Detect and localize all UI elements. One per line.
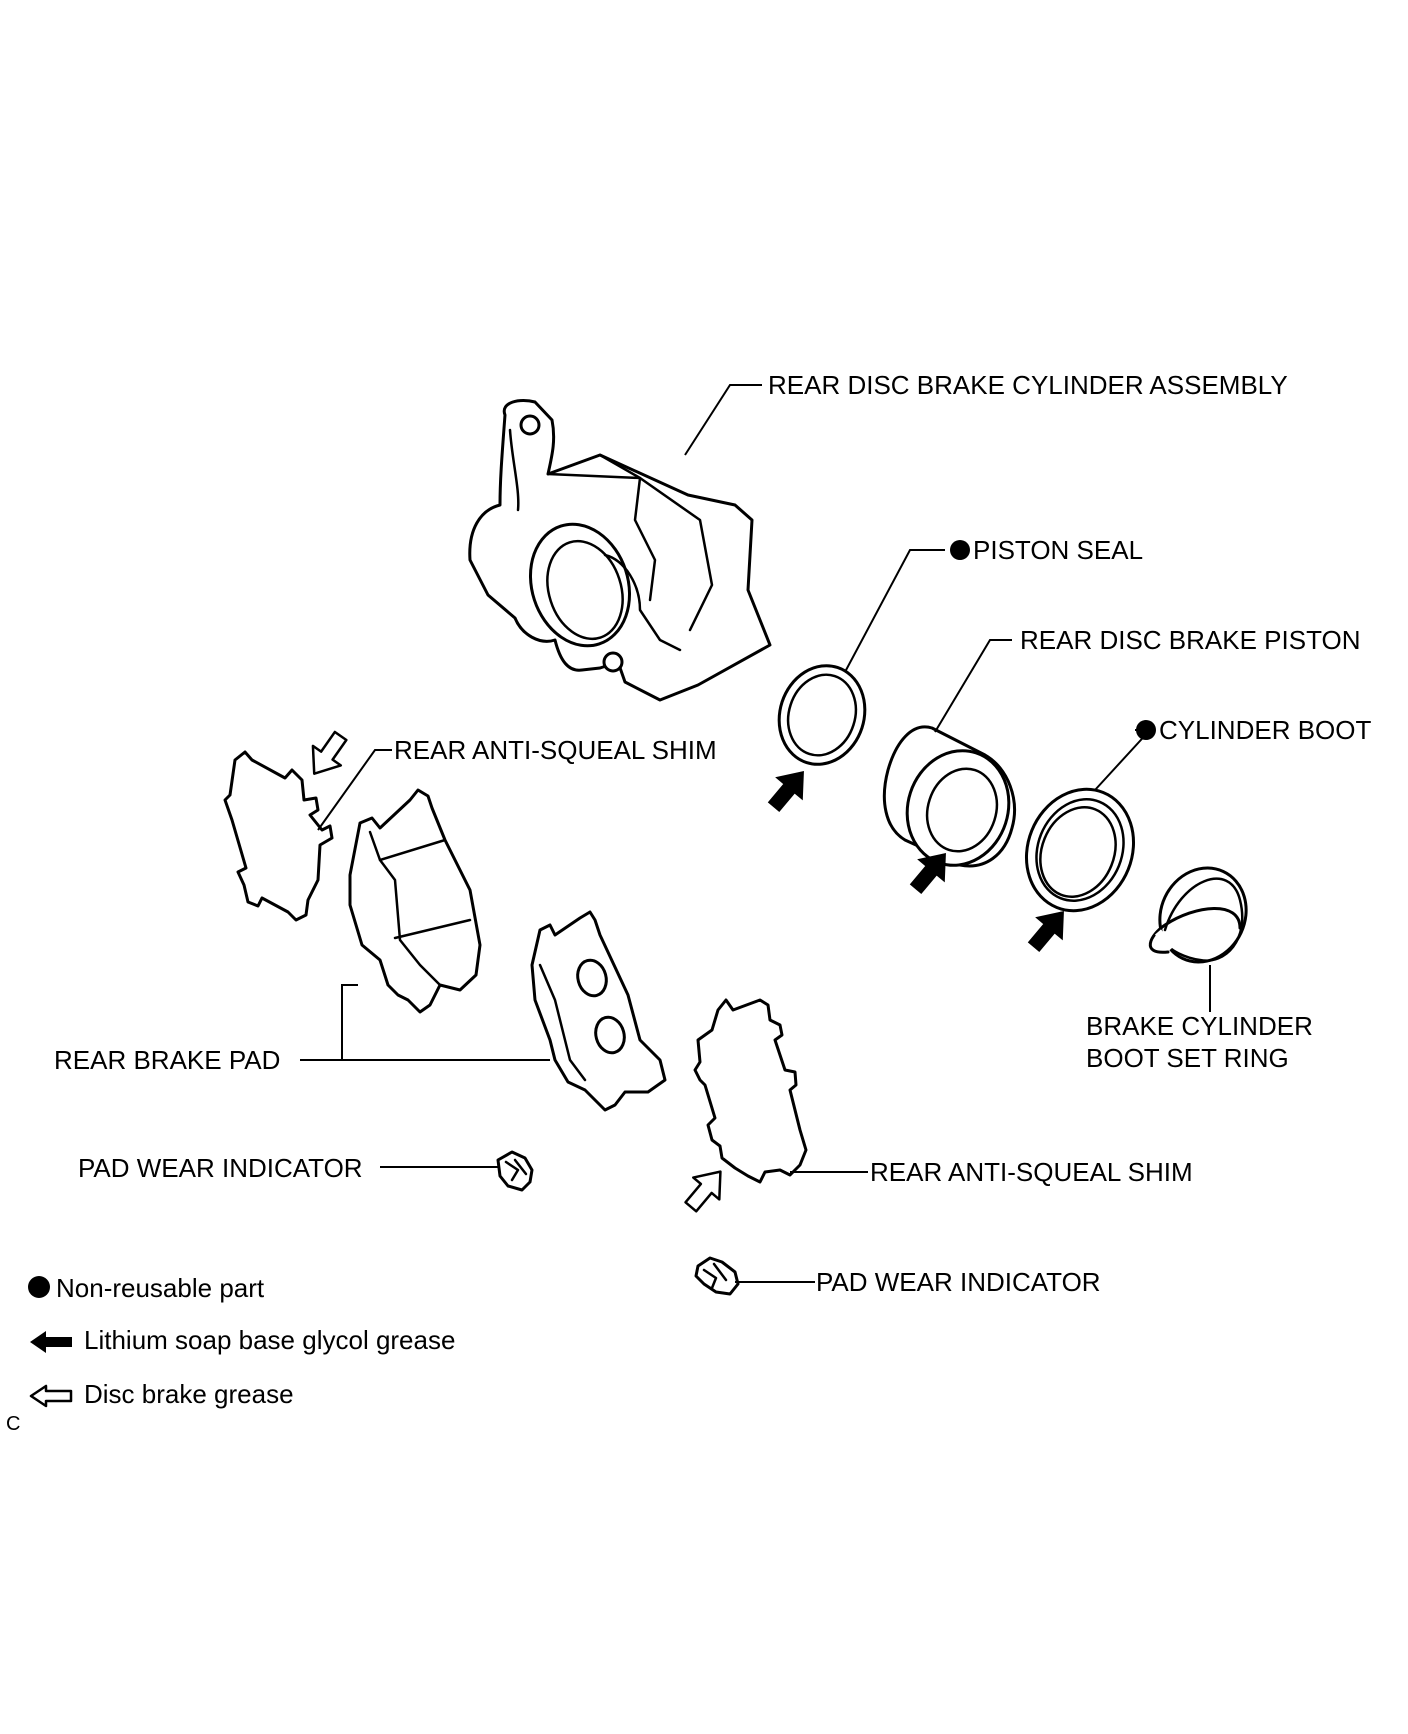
lithium-grease-arrow <box>767 770 1064 953</box>
rear-brake-pad-inner <box>348 788 482 1014</box>
legend-non-reusable: Non-reusable part <box>28 1272 264 1304</box>
label-shim-upper: REAR ANTI-SQUEAL SHIM <box>394 735 717 765</box>
label-brake-pad: REAR BRAKE PAD <box>54 1045 281 1075</box>
hollow-arrow-icon <box>29 1384 73 1408</box>
disc-grease-arrow <box>311 730 722 1213</box>
legend-non-reusable-text: Non-reusable part <box>56 1273 265 1303</box>
label-cylinder-boot-text: CYLINDER BOOT <box>1159 715 1372 745</box>
rear-anti-squeal-shim-lower <box>693 998 808 1184</box>
label-piston-seal: PISTON SEAL <box>950 534 1143 566</box>
label-piston-seal-text: PISTON SEAL <box>973 535 1144 565</box>
rear-brake-pad-outer <box>530 910 667 1112</box>
non-reusable-dot-icon <box>1136 720 1156 740</box>
cylinder-boot <box>1024 787 1136 913</box>
legend-lithium-grease: Lithium soap base glycol grease <box>28 1324 455 1356</box>
label-set-ring-line2: BOOT SET RING <box>1086 1043 1289 1073</box>
label-wear-indicator-right: PAD WEAR INDICATOR <box>816 1267 1101 1297</box>
rear-disc-brake-cylinder-assembly <box>468 399 772 702</box>
non-reusable-dot-icon <box>950 540 970 560</box>
label-wear-indicator-left: PAD WEAR INDICATOR <box>78 1153 363 1183</box>
pad-wear-indicator-right <box>694 1256 740 1296</box>
corner-code: C <box>6 1413 21 1435</box>
non-reusable-dot-icon <box>28 1276 50 1298</box>
pad-wear-indicator-left <box>496 1150 534 1192</box>
legend-disc-grease: Disc brake grease <box>28 1378 294 1410</box>
leader-lines <box>300 384 1211 1283</box>
label-piston: REAR DISC BRAKE PISTON <box>1020 625 1361 655</box>
label-set-ring-line1: BRAKE CYLINDER <box>1086 1011 1313 1041</box>
legend-disc-grease-text: Disc brake grease <box>84 1379 294 1409</box>
label-shim-lower: REAR ANTI-SQUEAL SHIM <box>870 1157 1193 1187</box>
rear-anti-squeal-shim-upper <box>223 750 334 922</box>
legend-lithium-grease-text: Lithium soap base glycol grease <box>84 1325 456 1355</box>
piston-seal <box>777 664 867 766</box>
rear-disc-brake-piston <box>882 725 1016 868</box>
label-cylinder-boot: CYLINDER BOOT <box>1136 714 1371 746</box>
brake-cylinder-boot-set-ring <box>1148 866 1248 964</box>
solid-arrow-icon <box>30 1331 72 1354</box>
label-cylinder-assembly: REAR DISC BRAKE CYLINDER ASSEMBLY <box>768 370 1288 400</box>
